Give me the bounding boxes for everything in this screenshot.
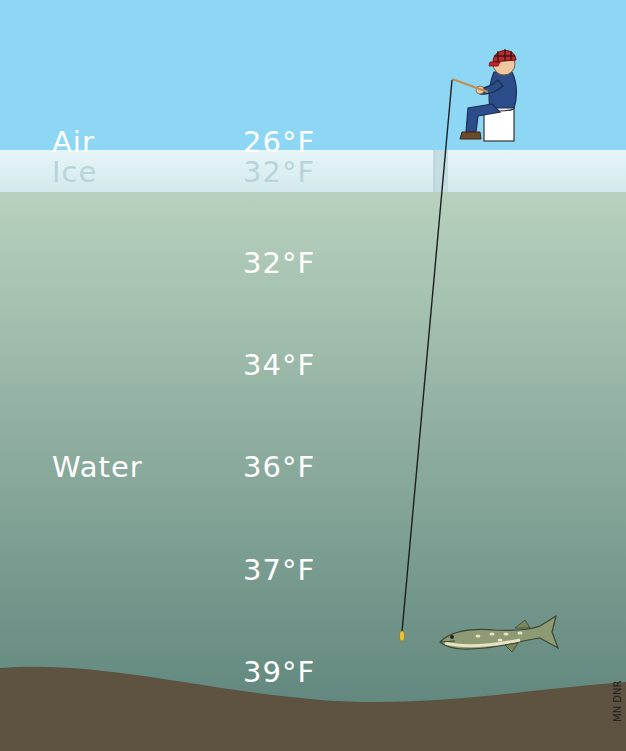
temperature-label: Water	[52, 449, 143, 485]
ice-fisherman	[452, 49, 516, 141]
temperature-label: 37°F	[243, 552, 315, 588]
temperature-label: 36°F	[243, 449, 315, 485]
credit-label: MN DNR	[612, 681, 624, 722]
ice-hole-edge	[434, 150, 435, 192]
layer-name: Ice	[52, 154, 97, 190]
temperature-label: 32°F	[243, 154, 315, 190]
temperature-label: 34°F	[243, 347, 315, 383]
pike-fish	[440, 616, 558, 652]
ice-hole	[434, 150, 448, 192]
temperature-label: 39°F	[243, 654, 315, 690]
temperature-band: Ice 32°F	[0, 150, 626, 192]
lure	[400, 631, 405, 641]
temperature-label: 32°F	[243, 245, 315, 281]
lake-bottom	[0, 667, 626, 751]
temperature-band: Air26°F	[0, 0, 626, 150]
temperature-band: 32°F 34°F Water 36°F 37°F 39°F	[0, 192, 626, 751]
temperature-label: 26°F	[243, 124, 315, 160]
layer-name: Air	[52, 124, 95, 160]
fishing-line	[402, 80, 452, 632]
